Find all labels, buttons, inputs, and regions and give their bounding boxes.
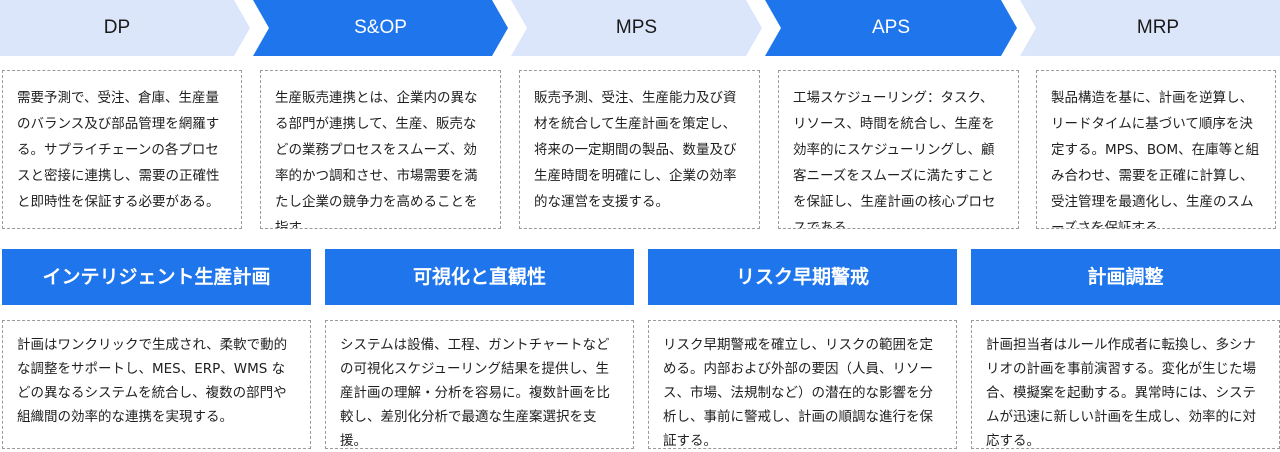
process-step-dp: DP	[103, 17, 131, 38]
chevron-3	[765, 0, 1017, 56]
feature-desc-risk-warning: リスク早期警戒を確立し、リスクの範囲を定める。内部および外部の要因（人員、リソー…	[648, 320, 957, 449]
feature-title-visualization: 可視化と直観性	[325, 249, 634, 305]
mps-description: 販売予測、受注、生産能力及び資材を統合して生産計画を策定し、将来の一定期間の製品…	[519, 70, 760, 229]
sop-description: 生産販売連携とは、企業内の異なる部門が連携して、生産、販売などの業務プロセスをス…	[260, 70, 501, 229]
process-step-mps: MPS	[615, 17, 658, 38]
feature-title-plan-adjustment: 計画調整	[971, 249, 1280, 305]
process-step-aps: APS	[871, 17, 911, 38]
feature-title-risk-warning: リスク早期警戒	[648, 249, 957, 305]
process-chevron-bar: DP S&OP MPS APS MRP	[0, 0, 1280, 56]
chevron-0	[0, 0, 250, 56]
aps-description: 工場スケジューリング：タスク、リソース、時間を統合し、生産を効率的にスケジューリ…	[778, 70, 1019, 229]
chevron-4	[1020, 0, 1280, 56]
dp-description: 需要予測で、受注、倉庫、生産量のバランス及び部品管理を網羅する。サプライチェーン…	[2, 70, 242, 229]
chevron-2	[511, 0, 762, 56]
feature-desc-visualization: システムは設備、工程、ガントチャートなどの可視化スケジューリング結果を提供し、生…	[325, 320, 634, 449]
feature-desc-plan-adjustment: 計画担当者はルール作成者に転換し、多シナリオの計画を事前演習する。変化が生じた場…	[971, 320, 1280, 449]
feature-title-intelligent-planning: インテリジェント生産計画	[2, 249, 311, 305]
process-chevron-shapes	[0, 0, 1280, 56]
process-step-mrp: MRP	[1136, 17, 1180, 38]
chevron-1	[253, 0, 508, 56]
feature-desc-intelligent-planning: 計画はワンクリックで生成され、柔軟で動的な調整をサポートし、MES、ERP、WM…	[2, 320, 311, 449]
process-step-sop: S&OP	[354, 17, 407, 38]
mrp-description: 製品構造を基に、計画を逆算し、リードタイムに基づいて順序を決定する。MPS、BO…	[1036, 70, 1276, 229]
